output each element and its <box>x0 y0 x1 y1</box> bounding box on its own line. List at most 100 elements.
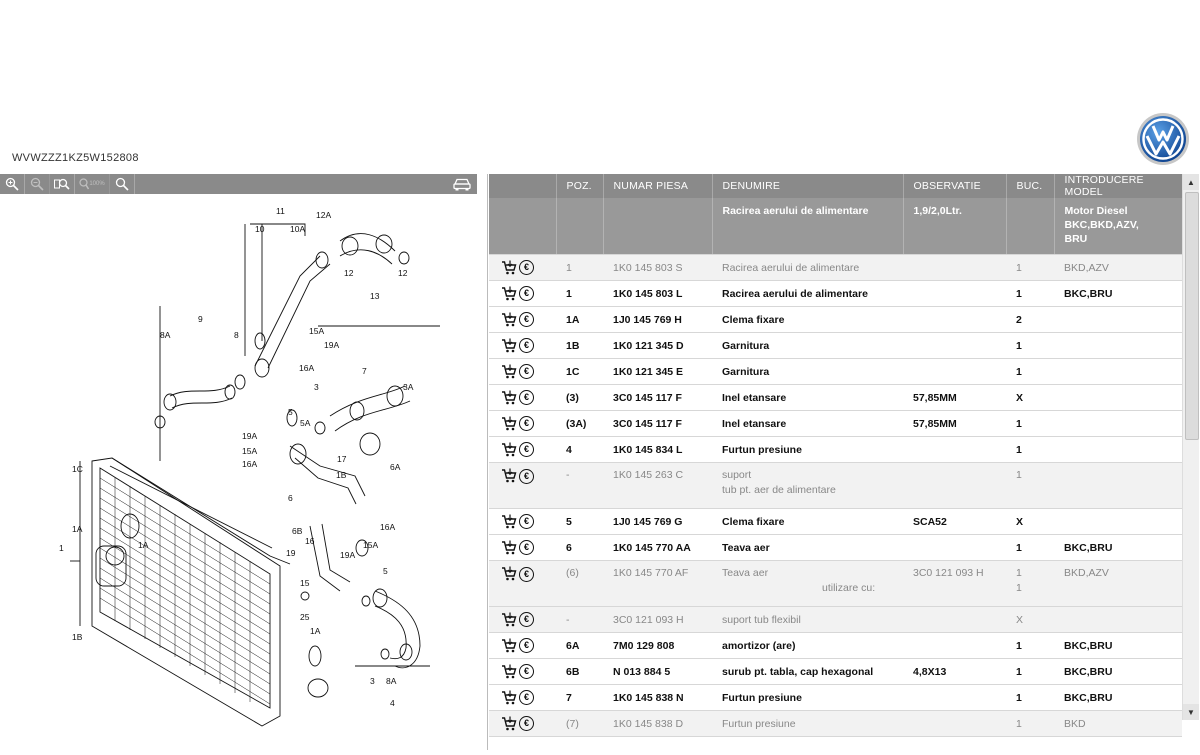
add-to-cart-icon[interactable] <box>501 612 517 628</box>
add-to-cart-icon[interactable] <box>501 338 517 354</box>
header-observatie[interactable]: OBSERVATIE <box>903 174 1007 198</box>
euro-price-icon[interactable]: € <box>519 338 534 353</box>
parts-table-container: POZ. NUMAR PIESA DENUMIRE OBSERVATIE BUC… <box>489 174 1182 750</box>
add-to-cart-icon[interactable] <box>501 286 517 302</box>
euro-price-icon[interactable]: € <box>519 540 534 555</box>
cell-numar-piesa[interactable]: 1J0 145 769 H <box>603 306 712 333</box>
cell-numar-piesa[interactable]: 1K0 145 770 AA <box>603 534 712 561</box>
vehicle-button[interactable] <box>447 174 477 194</box>
euro-price-icon[interactable]: € <box>519 612 534 627</box>
table-scrollbar[interactable]: ▲ ▼ <box>1182 174 1199 720</box>
scroll-up-button[interactable]: ▲ <box>1183 174 1199 190</box>
add-to-cart-icon[interactable] <box>501 416 517 432</box>
euro-price-icon[interactable]: € <box>519 364 534 379</box>
euro-price-icon[interactable]: € <box>519 442 534 457</box>
cell-actions: € <box>489 306 556 333</box>
cell-numar-piesa[interactable]: 1K0 121 345 D <box>603 332 712 359</box>
cell-poz: - <box>556 606 603 633</box>
euro-price-icon[interactable]: € <box>519 286 534 301</box>
euro-price-icon[interactable]: € <box>519 716 534 731</box>
euro-price-icon[interactable]: € <box>519 260 534 275</box>
zoom-search-button[interactable] <box>110 174 135 194</box>
cell-actions: € <box>489 534 556 561</box>
cell-numar-piesa[interactable]: 7M0 129 808 <box>603 632 712 659</box>
euro-price-icon[interactable]: € <box>519 690 534 705</box>
header-denumire[interactable]: DENUMIRE <box>712 174 904 198</box>
add-to-cart-icon[interactable] <box>501 690 517 706</box>
header-numar-piesa[interactable]: NUMAR PIESA <box>603 174 713 198</box>
add-to-cart-icon[interactable] <box>501 514 517 530</box>
add-to-cart-icon[interactable] <box>501 364 517 380</box>
euro-price-icon[interactable]: € <box>519 390 534 405</box>
zoom-out-button[interactable] <box>25 174 50 194</box>
group-observatie: 1,9/2,0Ltr. <box>903 198 1007 255</box>
cell-numar-piesa[interactable]: 1K0 145 803 L <box>603 280 712 307</box>
add-to-cart-icon[interactable] <box>501 442 517 458</box>
cell-numar-piesa[interactable]: 1K0 145 834 L <box>603 436 712 463</box>
cell-numar-piesa[interactable]: 3C0 145 117 F <box>603 410 712 437</box>
header-buc[interactable]: BUC. <box>1006 174 1055 198</box>
cell-numar-piesa[interactable]: 1K0 145 838 D <box>603 710 712 737</box>
cell-numar-piesa[interactable]: 3C0 121 093 H <box>603 606 712 633</box>
add-to-cart-icon[interactable] <box>501 716 517 732</box>
add-to-cart-icon[interactable] <box>501 638 517 654</box>
cell-buc-text: 1 <box>1016 261 1022 274</box>
header-poz[interactable]: POZ. <box>556 174 604 198</box>
zoom-in-button[interactable] <box>0 174 25 194</box>
cell-numar-piesa[interactable]: 1K0 121 345 E <box>603 358 712 385</box>
cell-numar-piesa[interactable]: 1K0 145 803 S <box>603 254 712 281</box>
cell-numar-piesa[interactable]: 1K0 145 838 N <box>603 684 712 711</box>
add-to-cart-icon[interactable] <box>501 260 517 276</box>
euro-price-icon[interactable]: € <box>519 566 534 582</box>
cell-numar-piesa[interactable]: 3C0 145 117 F <box>603 384 712 411</box>
euro-price-icon[interactable]: € <box>519 514 534 529</box>
header-introducere-model[interactable]: INTRODUCERE MODEL <box>1054 174 1182 198</box>
cell-numar-piesa[interactable]: 1K0 145 770 AF <box>603 560 712 607</box>
euro-price-icon[interactable]: € <box>519 468 534 484</box>
zoom-100-button[interactable]: 100% <box>75 174 110 194</box>
svg-text:1A: 1A <box>310 626 321 636</box>
cell-denumire: Garnitura <box>712 358 903 385</box>
zoom-fit-button[interactable] <box>50 174 75 194</box>
cell-numar-piesa[interactable]: 1J0 145 769 G <box>603 508 712 535</box>
cell-buc-subtext: 1 <box>1016 582 1022 594</box>
euro-price-icon[interactable]: € <box>519 312 534 327</box>
scroll-down-button[interactable]: ▼ <box>1183 704 1199 720</box>
add-to-cart-icon[interactable] <box>501 312 517 328</box>
add-to-cart-icon[interactable] <box>501 390 517 406</box>
euro-price-icon[interactable]: € <box>519 416 534 431</box>
add-to-cart-icon[interactable] <box>501 540 517 556</box>
cell-buc: 1 <box>1006 436 1054 463</box>
add-to-cart-icon[interactable] <box>501 566 517 582</box>
cell-numar-piesa[interactable]: N 013 884 5 <box>603 658 712 685</box>
euro-price-icon[interactable]: € <box>519 638 534 653</box>
group-cell-empty <box>489 198 557 255</box>
cell-observatie <box>903 436 1006 463</box>
scroll-thumb[interactable] <box>1185 192 1199 440</box>
cell-numar-piesa[interactable]: 1K0 145 263 C <box>603 462 712 509</box>
add-to-cart-icon[interactable] <box>501 664 517 680</box>
euro-price-icon[interactable]: € <box>519 664 534 679</box>
add-to-cart-icon[interactable] <box>501 468 517 484</box>
cell-denumire-text: amortizor (are) <box>722 639 796 652</box>
